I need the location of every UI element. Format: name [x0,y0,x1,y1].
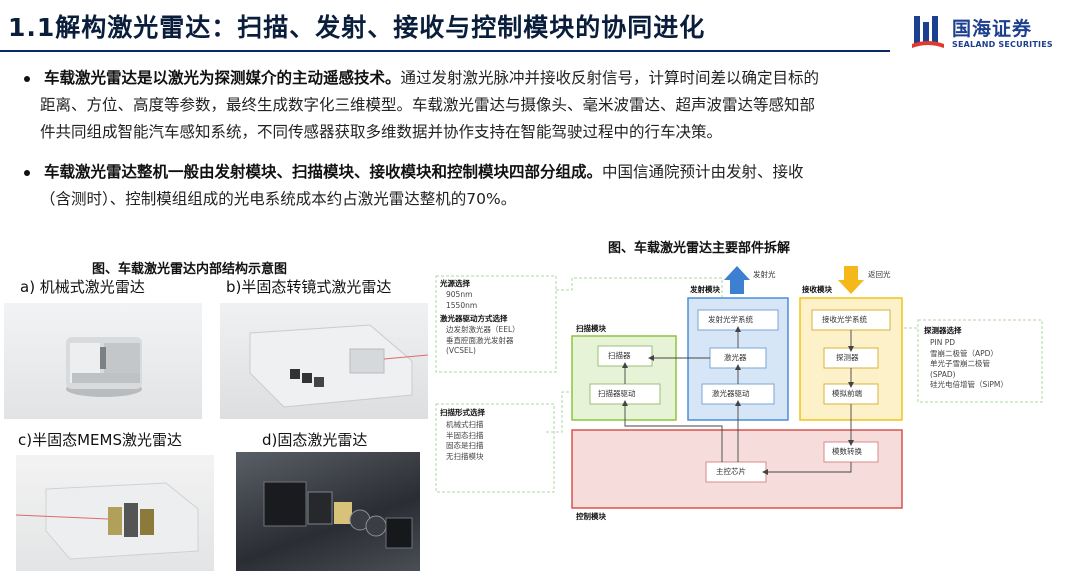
list-item: 固态是扫描 [446,441,484,450]
bullet-1-line-1: 通过发射激光脉冲并接收反射信号，计算时间差以确定目标的 [400,69,820,87]
list-item: 无扫描模块 [446,451,484,461]
bullet-2-bold: 车载激光雷达整机一般由发射模块、扫描模块、接收模块和控制模块四部分组成。 [44,163,603,181]
laser-drive-title: 激光器驱动方式选择 [440,314,508,323]
light-source-list: 905nm 1550nm [446,290,477,311]
list-item: 半固态扫描 [446,430,484,440]
list-item: 905nm [446,290,473,299]
title-divider [0,50,890,52]
list-item: (VCSEL) [446,346,476,355]
laser-driver-label: 激光器驱动 [712,389,750,398]
bullet-paragraph-1: 车载激光雷达是以激光为探测媒介的主动遥感技术。通过发射激光脉冲并接收反射信号，计… [24,65,1064,146]
company-logo: 国海证券 SEALAND SECURITIES [912,10,1072,54]
logo-chinese-name: 国海证券 [952,18,1033,40]
sealand-logo-icon [912,16,944,48]
solid-state-lidar-image [236,452,420,571]
scan-form-list: 机械式扫描 半固态扫描 固态是扫描 无扫描模块 [446,420,484,462]
adc-label: 模数转换 [832,447,862,456]
emit-optics-label: 发射光学系统 [708,315,753,324]
detector-choice-title: 探测器选择 [924,326,962,335]
list-item: 硅光电倍增管（SiPM） [930,380,1008,389]
emit-module-title: 发射模块 [690,285,720,294]
list-item: 雪崩二极管（APD） [930,348,998,358]
scanner-driver-label: 扫描器驱动 [598,389,636,398]
list-item: 单光子雪崩二极管 [930,359,990,368]
panel-label-a: a) 机械式激光雷达 [20,278,145,296]
light-source-title: 光源选择 [440,279,470,288]
list-item: 垂直腔面激光发射器 [446,335,514,345]
detector-label: 探测器 [836,353,859,362]
laser-drive-list: 边发射激光器（EEL） 垂直腔面激光发射器 (VCSEL) [446,325,520,357]
list-item: 1550nm [446,300,478,310]
emit-light-label: 发射光 [753,270,776,279]
laser-label: 激光器 [724,353,747,362]
logo-english-name: SEALAND SECURITIES [952,40,1053,49]
bullet-dot [24,170,30,176]
list-item: PIN PD [930,338,956,347]
mems-lidar-image [16,455,214,571]
page-title: 1.1解构激光雷达：扫描、发射、接收与控制模块的协同进化 [8,13,706,42]
scan-module-title: 扫描模块 [576,324,606,333]
bullet-2-line-2: （含测时）、控制模组组成的光电系统成本约占激光雷达整机的70%。 [40,190,517,208]
main-chip-label: 主控芯片 [716,467,746,476]
bullet-1-bold: 车载激光雷达是以激光为探测媒介的主动遥感技术。 [44,69,401,87]
control-module-title: 控制模块 [576,512,606,521]
panel-label-d: d)固态激光雷达 [262,431,368,449]
receive-optics-label: 接收光学系统 [822,315,867,324]
rotating-mirror-lidar-image [220,303,428,419]
list-item: (SPAD) [930,369,956,379]
scanner-label: 扫描器 [608,351,631,360]
right-figure-caption: 图、车载激光雷达主要部件拆解 [608,241,791,256]
scan-form-title: 扫描形式选择 [440,408,485,417]
bullet-paragraph-2: 车载激光雷达整机一般由发射模块、扫描模块、接收模块和控制模块四部分组成。中国信通… [24,159,1064,213]
list-item: 机械式扫描 [446,420,484,429]
panel-label-c: c)半固态MEMS激光雷达 [18,431,182,449]
detector-choice-list: PIN PD 雪崩二极管（APD） 单光子雪崩二极管 (SPAD) 硅光电倍增管… [930,338,1008,391]
list-item: 边发射激光器（EEL） [446,325,520,334]
lidar-components-diagram: 发射光 返回光 扫描模块 发射模块 接收模块 控制模块 扫描器 扫描器驱动 发射… [432,262,1072,528]
left-figure-caption: 图、车载激光雷达内部结构示意图 [92,262,288,277]
bullet-1-line-2: 距离、方位、高度等参数，最终生成数字化三维模型。车载激光雷达与摄像头、毫米波雷达… [40,96,816,114]
mechanical-lidar-image [4,303,202,419]
bullet-dot [24,76,30,82]
bullet-1-line-3: 件共同组成智能汽车感知系统，不同传感器获取多维数据并协作支持在智能驾驶过程中的行… [40,123,723,141]
return-light-label: 返回光 [868,270,891,279]
receive-module-title: 接收模块 [802,285,832,294]
bullet-2-line-1: 中国信通院预计由发射、接收 [602,163,804,181]
analog-frontend-label: 模拟前端 [832,389,862,398]
panel-label-b: b)半固态转镜式激光雷达 [226,278,392,296]
